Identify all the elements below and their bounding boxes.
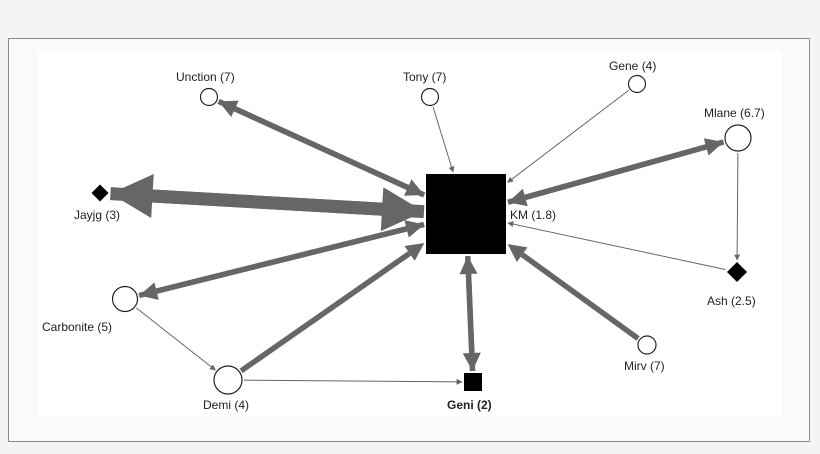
label-unction: Unction (7) [176,70,235,84]
edge-carbonite-to-km [138,220,425,299]
node-unction [199,87,219,107]
label-geni: Geni (2) [447,398,492,412]
edges-layer [110,89,741,385]
label-mlane: Mlane (6.7) [704,106,765,120]
edge-gene-to-km [507,89,629,183]
edge-mlane-to-ash [734,152,741,261]
nodes-layer [91,74,752,395]
edge-geni-to-km [459,256,478,372]
diagram-panel: Unction (7) Tony (7) Gene (4) Mlane (6.7… [38,50,782,416]
edge-demi-to-geni [243,378,463,385]
labels-layer: Unction (7) Tony (7) Gene (4) Mlane (6.7… [42,59,765,412]
label-gene: Gene (4) [609,59,656,73]
network-graph: Unction (7) Tony (7) Gene (4) Mlane (6.7… [42,59,765,412]
node-km [426,174,506,254]
label-km: KM (1.8) [510,208,556,222]
label-tony: Tony (7) [403,70,446,84]
node-ash [727,262,747,282]
edge-mirv-to-km [507,244,640,341]
label-jayjg: Jayjg (3) [74,208,120,222]
node-geni [464,373,482,391]
node-carbonite [111,285,139,313]
node-tony [420,87,440,107]
label-ash: Ash (2.5) [707,294,756,308]
node-jayjg [91,184,109,202]
node-mlane [724,124,752,152]
label-carbonite: Carbonite (5) [42,320,112,334]
edge-carbonite-to-demi [136,307,216,371]
node-demi [213,365,243,395]
edge-tony-to-km [432,106,455,173]
label-demi: Demi (4) [203,398,249,412]
edge-unction-to-km [217,98,425,196]
edge-ash-to-km [507,221,726,270]
node-mirv [637,335,657,355]
edge-mlane-to-km [507,139,725,207]
label-mirv: Mirv (7) [624,359,665,373]
edge-jayjg-to-km [110,187,424,232]
node-gene [627,74,647,94]
edge-demi-to-km [239,243,425,374]
